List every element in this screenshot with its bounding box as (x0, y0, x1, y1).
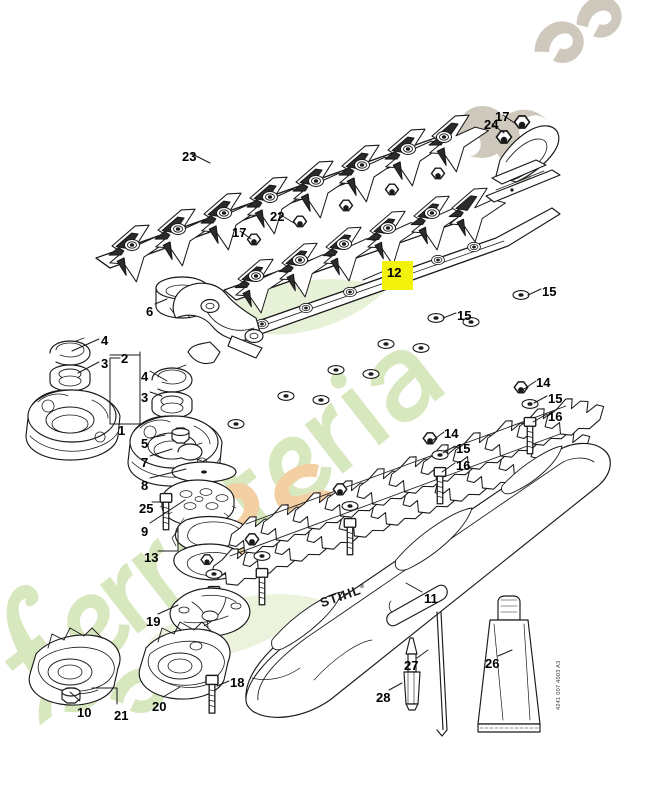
callout-1[interactable]: 1 (118, 423, 126, 438)
callout-9[interactable]: 9 (141, 524, 149, 539)
callout-15b[interactable]: 15 (548, 391, 563, 406)
callout-23[interactable]: 23 (182, 149, 197, 164)
callout-7[interactable]: 7 (141, 455, 149, 470)
callout-17a[interactable]: 17 (232, 225, 247, 240)
callout-10[interactable]: 10 (77, 705, 92, 720)
callout-21[interactable]: 21 (114, 708, 129, 723)
callout-3b[interactable]: 3 (141, 390, 149, 405)
callout-12[interactable]: 12 (387, 265, 402, 280)
callout-14b[interactable]: 14 (536, 375, 551, 390)
callout-17b[interactable]: 17 (495, 109, 510, 124)
callout-22[interactable]: 22 (270, 209, 285, 224)
callout-15c[interactable]: 15 (457, 308, 472, 323)
callout-25[interactable]: 25 (139, 501, 154, 516)
callout-13[interactable]: 13 (144, 550, 159, 565)
callout-4b[interactable]: 4 (141, 369, 149, 384)
callout-14a[interactable]: 14 (444, 426, 459, 441)
callout-28[interactable]: 28 (376, 690, 391, 705)
callout-18[interactable]: 18 (230, 675, 245, 690)
callout-15d[interactable]: 15 (542, 284, 557, 299)
callout-3a[interactable]: 3 (101, 356, 109, 371)
callout-5[interactable]: 5 (141, 436, 149, 451)
callout-4a[interactable]: 4 (101, 333, 109, 348)
callout-24[interactable]: 24 (484, 117, 499, 132)
callout-2[interactable]: 2 (121, 351, 129, 366)
callout-6[interactable]: 6 (146, 304, 154, 319)
callout-27[interactable]: 27 (404, 658, 419, 673)
callout-20[interactable]: 20 (152, 699, 167, 714)
callout-8[interactable]: 8 (141, 478, 149, 493)
callout-11[interactable]: 11 (424, 591, 438, 606)
drawing-code: 4241 007 4003 A3 (556, 660, 562, 710)
highlighted-part-marker[interactable] (382, 261, 413, 290)
callout-15a[interactable]: 15 (456, 441, 471, 456)
callout-26[interactable]: 26 (485, 656, 500, 671)
callout-16a[interactable]: 16 (456, 458, 471, 473)
callout-16b[interactable]: 16 (548, 409, 563, 424)
callout-19[interactable]: 19 (146, 614, 161, 629)
